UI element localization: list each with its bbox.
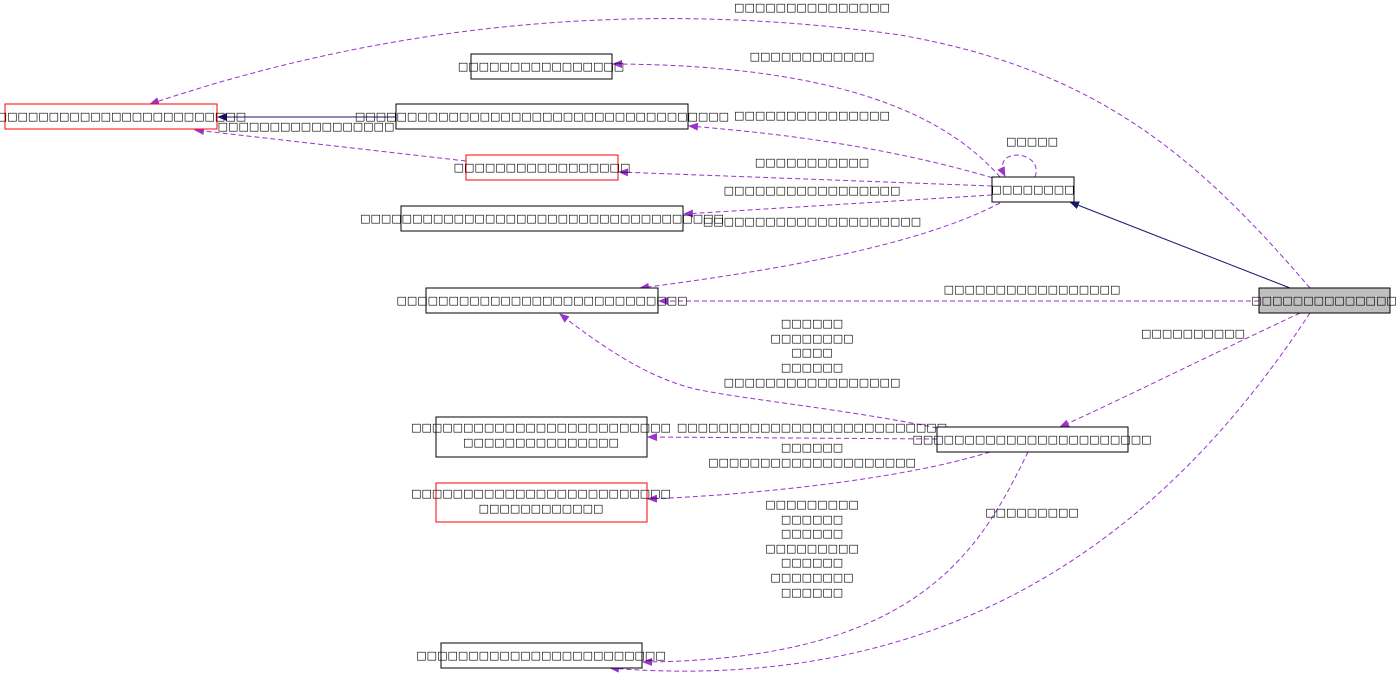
node-n8[interactable]: □□□□□□□□□□□□□□□□□□□□□□□ [912,426,1152,453]
edge-n6-n3 [618,168,993,187]
edge-label: □□□□□ [1006,135,1058,148]
edge-n6-n2 [688,122,1001,181]
node-n11[interactable]: □□□□□□□□□□□□□□□□□□□□□□□□ [416,642,666,669]
edge-label: □□□□□□□□□□□□□□□ [734,109,890,122]
node-n7-focus[interactable]: □□□□□□□□□□□□□□ [1251,287,1396,314]
edge-label: □□□□□□ [781,527,843,540]
edge-n8-n10 [647,451,991,503]
node-label: □□□□□□□□□□□□□□□□□□□□□□□□□□□□□□□□□□□□ [355,110,729,123]
node-label: □□□□□□□□□□□□□□□□□□□□□□□□□□□□□□□□□□□ [360,212,724,225]
node-label: □□□□□□□□□□□□□□□□□□□□□□□□□ [411,421,671,434]
node-n1[interactable]: □□□□□□□□□□□□□□□□ [458,53,624,80]
edge-n7-n11 [609,312,1311,673]
node-n10[interactable]: □□□□□□□□□□□□□□□□□□□□□□□□□□□□□□□□□□□□□ [411,482,671,523]
node-n5[interactable]: □□□□□□□□□□□□□□□□□□□□□□□□□□□□ [396,287,688,314]
node-label: □□□□□□□□□□□□□□□□□ [454,161,631,174]
node-n2[interactable]: □□□□□□□□□□□□□□□□□□□□□□□□□□□□□□□□□□□□ [355,103,729,130]
edge-label: □□□□□□□□□□ [1141,327,1245,340]
edge-label: □□□□□□ [781,317,843,330]
edge-n7-n0 [149,18,1311,289]
node-label: □□□□□□□□□□□□□□□□□□□□□□□ [912,433,1151,446]
edge-n6-self [997,154,1037,178]
node-n9[interactable]: □□□□□□□□□□□□□□□□□□□□□□□□□□□□□□□□□□□□□□□□ [411,416,671,458]
edge-label: □□□□□□□□□ [765,542,859,555]
edge-label: □□□□□□□□□□□□□□□ [734,1,890,14]
edge-n7-n6-inheritance [1069,201,1291,289]
edge-label: □□□□□□□□□□□□□□□□□□□□ [708,456,916,469]
node-label: □□□□□□□□□□□□□□□□□□□□□□□□□ [411,487,671,500]
edge-label: □□□□□□□□□□□□□□□□□ [724,184,901,197]
edge-n7-n8 [1059,312,1301,428]
edge-label: □□□□□□□□□ [985,506,1079,519]
edge-label: □□□□□□□□ [770,332,853,345]
edge-label: □□□□□□ [781,361,843,374]
edge-label: □□□□□□□□□□□□ [750,50,875,63]
edge-label: □□□□□□ [781,556,843,569]
edge-label: □□□□□□ [781,586,843,599]
edge-label: □□□□□□□□ [770,571,853,584]
node-label: □□□□□□□□□□□□ [479,502,604,515]
edge-n8-n11 [642,451,1029,666]
edge-n6-n4 [683,194,993,218]
edge-label: □□□□□□□□□□□□□□□□□□□□□ [703,215,921,228]
edge-n8-n5 [559,313,938,429]
edge-label: □□□□□□□□□□□□□□□□□ [944,283,1121,296]
edge-label: □□□□□□ [781,441,843,454]
edge-label: □□□□□□□□□□□□□□□□□ [218,120,395,133]
node-n0[interactable]: □□□□□□□□□□□□□□□□□□□□□□□□□□ [0,103,246,130]
node-n6[interactable]: □□□□□□□□ [991,176,1075,203]
edge-label: □□□□□□ [781,513,843,526]
node-label: □□□□□□□□□□□□□□□□□□□□□□□□□□□□ [396,294,687,307]
node-label: □□□□□□□□□□□□□□□□ [458,60,624,73]
edge-n6-n5 [639,202,1001,291]
node-n3[interactable]: □□□□□□□□□□□□□□□□□ [454,154,631,181]
node-label: □□□□□□□□□□□□□□□□□□□□□□□□□□ [0,110,246,123]
node-n4[interactable]: □□□□□□□□□□□□□□□□□□□□□□□□□□□□□□□□□□□ [360,205,724,232]
edge-n6-n1 [612,60,1001,178]
edge-label: □□□□□□□□□□□□□□□□□□□□□□□□□□ [677,421,947,434]
edge-label: □□□□□□□□□ [765,498,859,511]
node-label: □□□□□□□□□□□□□□□ [463,436,619,449]
node-label: □□□□□□□□□□□□□□□□□□□□□□□□ [416,649,665,662]
edge-n8-n9 [647,433,938,442]
edge-label: □□□□□□□□□□□ [755,156,869,169]
node-label: □□□□□□□□□□□□□□ [1251,294,1396,307]
node-label: □□□□□□□□ [991,183,1074,196]
edge-label: □□□□ [791,346,833,359]
edge-label: □□□□□□□□□□□□□□□□□ [724,376,901,389]
edge-n3-n0 [194,127,467,162]
